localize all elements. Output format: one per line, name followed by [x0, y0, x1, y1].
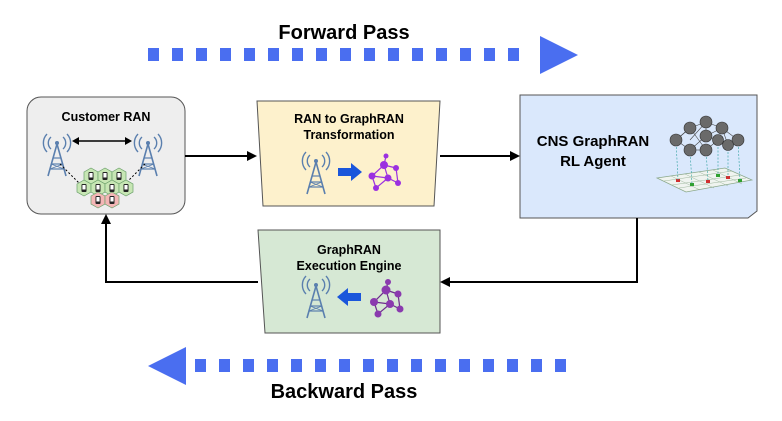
- backward-pass-arrow: [148, 347, 566, 385]
- rl-agent-title-line2: RL Agent: [560, 153, 626, 170]
- execution-engine-title-line1: GraphRAN: [317, 243, 381, 257]
- connector-execution-to-ran: [101, 214, 258, 283]
- rl-agent-title-line1: CNS GraphRAN: [537, 133, 650, 150]
- transformation-title-line2: Transformation: [304, 128, 395, 142]
- execution-engine-title-line2: Execution Engine: [297, 259, 402, 273]
- graph-icon: [370, 279, 404, 318]
- connector-agent-to-execution: [440, 218, 638, 287]
- transformation-node: RAN to GraphRAN Transformation: [256, 100, 441, 207]
- neural-network-icon: [655, 115, 754, 193]
- forward-pass-label: Forward Pass: [278, 22, 409, 44]
- right-conversion-arrow-icon: [338, 163, 362, 181]
- forward-pass-arrow: [148, 36, 578, 74]
- double-arrow-icon: [72, 137, 132, 145]
- execution-engine-node: GraphRAN Execution Engine: [257, 229, 441, 334]
- left-conversion-arrow-icon: [337, 288, 361, 306]
- graph-icon: [368, 153, 401, 191]
- transformation-title-line1: RAN to GraphRAN: [294, 112, 404, 126]
- rl-agent-node: CNS GraphRAN RL Agent: [519, 94, 758, 219]
- hex-cell-grid: [76, 167, 134, 209]
- customer-ran-title: Customer RAN: [62, 110, 151, 124]
- customer-ran-node: Customer RAN: [26, 96, 186, 215]
- backward-pass-label: Backward Pass: [271, 381, 418, 403]
